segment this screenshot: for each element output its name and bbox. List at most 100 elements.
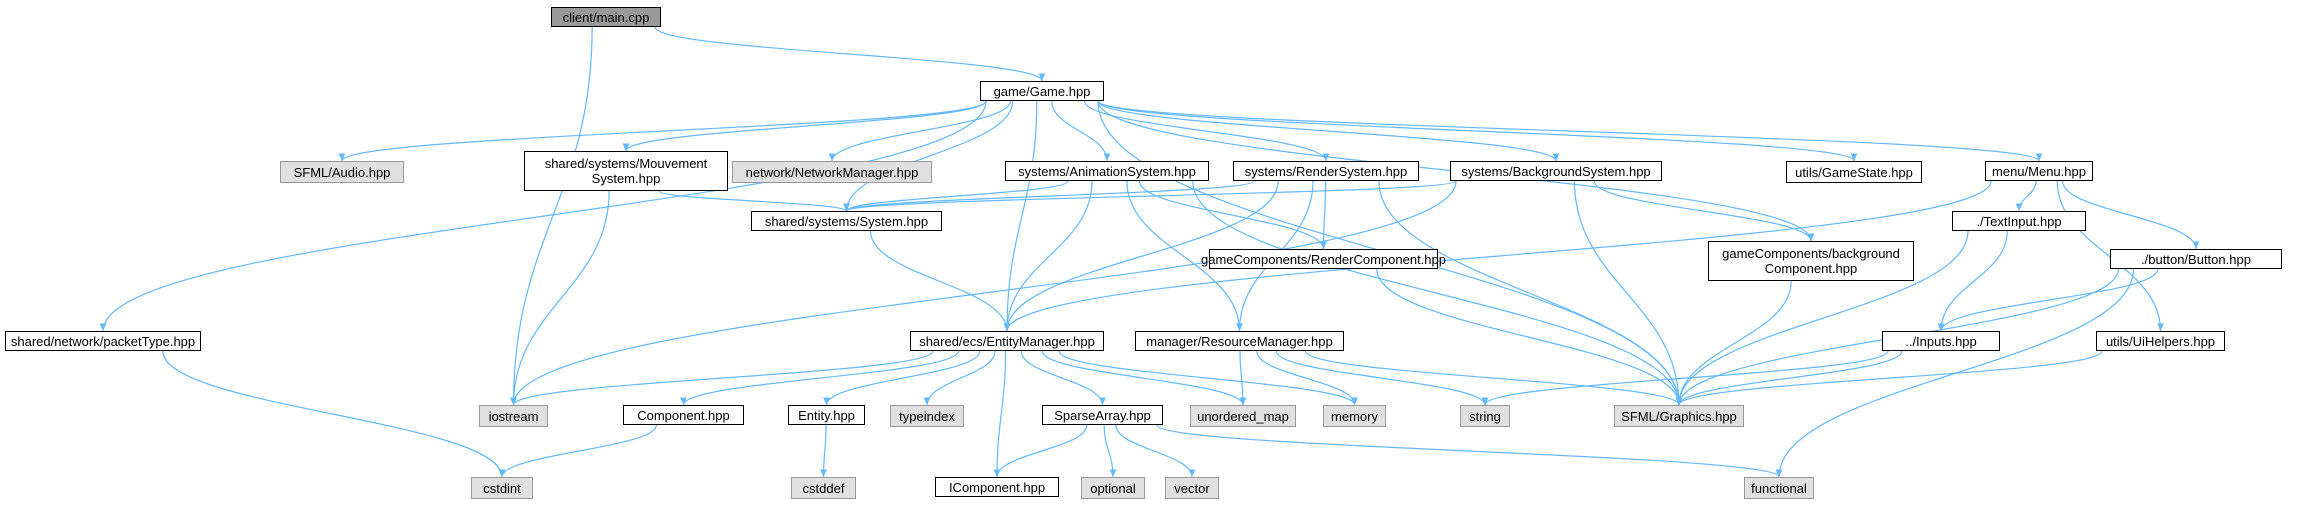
node-gamestate[interactable]: utils/GameState.hpp [1786,161,1922,183]
edge-mouvement-to-system [658,190,850,212]
edge-bgsys-to-bgcomp [1593,180,1815,242]
edge-sparse-to-vector [1115,424,1196,478]
node-label: gameComponents/RenderComponent.hpp [1201,251,1446,267]
edge-textinput-to-sfml_graphics [1675,230,1969,406]
edge-sparse-to-functional [1156,424,1783,478]
node-label: string [1469,408,1501,424]
edge-mouvement-to-iostream [510,190,610,406]
node-label: ./TextInput.hpp [1976,213,2062,229]
node-label: client/main.cpp [562,9,650,25]
edge-anim-to-entitymgr [1003,180,1093,332]
node-entity[interactable]: Entity.hpp [788,405,865,425]
edge-game-to-bgsys [1097,100,1560,162]
node-label: shared/systems/Mouvement System.hpp [544,156,708,186]
edge-entitymgr-to-memory [1058,350,1358,406]
node-memory[interactable]: memory [1323,405,1386,427]
node-system[interactable]: shared/systems/System.hpp [751,211,942,231]
edge-render-to-sfml_graphics [1378,180,1683,406]
edge-menu-to-uihelpers [2056,180,2164,332]
node-label: memory [1331,408,1378,424]
node-render[interactable]: systems/RenderSystem.hpp [1233,161,1419,181]
node-uihelpers[interactable]: utils/UiHelpers.hpp [2096,331,2225,351]
node-resmgr[interactable]: manager/ResourceManager.hpp [1135,331,1344,351]
edge-game-to-entitymgr [1003,100,1038,332]
edge-resmgr-to-string [1275,350,1489,406]
node-anim[interactable]: systems/AnimationSystem.hpp [1005,161,1209,181]
node-cstddef[interactable]: cstddef [791,477,856,499]
edge-game-to-render [1084,100,1330,162]
edge-entitymgr-to-icomponent [993,350,1007,478]
node-optional[interactable]: optional [1081,477,1145,499]
edge-bgcomp-to-sfml_graphics [1675,280,1792,406]
node-typeindex[interactable]: typeindex [890,405,964,427]
node-label: SFML/Audio.hpp [293,164,391,180]
node-label: shared/systems/System.hpp [764,213,929,229]
node-bgcomp[interactable]: gameComponents/background Component.hpp [1708,241,1914,281]
node-packettype[interactable]: shared/network/packetType.hpp [5,331,201,351]
edge-textinput-to-inputs [1937,230,2008,332]
edge-entity-to-cstddef [820,424,827,478]
edge-resmgr-to-unordered_map [1239,350,1247,406]
node-iostream[interactable]: iostream [479,405,548,427]
node-label: functional [1751,480,1807,496]
node-label: utils/GameState.hpp [1795,164,1913,180]
edge-inputs-to-string [1481,350,1889,406]
node-netmgr[interactable]: network/NetworkManager.hpp [732,161,932,183]
edge-menu-to-entitymgr [1003,180,1992,332]
node-entitymgr[interactable]: shared/ecs/EntityManager.hpp [910,331,1104,351]
node-textinput[interactable]: ./TextInput.hpp [1952,211,2086,231]
node-rendercomp[interactable]: gameComponents/RenderComponent.hpp [1201,249,1446,269]
edge-packettype-to-cstdint [162,350,506,478]
node-label: ./button/Button.hpp [2141,251,2251,267]
node-label: unordered_map [1197,408,1289,424]
edge-button-to-inputs [1937,268,2159,332]
node-functional[interactable]: functional [1744,477,1814,499]
node-string[interactable]: string [1460,405,1510,427]
edge-entitymgr-to-entity [823,350,981,406]
node-label: typeindex [899,408,955,424]
node-label: cstdint [483,480,521,496]
edge-sparse-to-optional [1103,424,1117,478]
edge-anim-to-resmgr [1126,180,1243,332]
edge-game-to-menu [1097,100,2043,162]
node-label: shared/network/packetType.hpp [10,333,196,349]
edge-sparse-to-icomponent [993,424,1088,478]
edge-main-to-game [654,26,1046,82]
edge-anim-to-system [843,180,1069,212]
edge-anim-to-sfml_graphics [1192,180,1683,406]
node-game[interactable]: game/Game.hpp [980,81,1104,101]
edge-rendercomp-to-sfml_graphics [1376,268,1683,406]
node-vector[interactable]: vector [1165,477,1219,499]
edge-menu-to-textinput [2015,180,2037,212]
edge-game-to-anim [1051,100,1111,162]
node-sfml_audio[interactable]: SFML/Audio.hpp [280,161,404,183]
node-component[interactable]: Component.hpp [623,405,744,425]
node-inputs[interactable]: ../Inputs.hpp [1882,331,2000,351]
node-icomponent[interactable]: IComponent.hpp [935,477,1059,497]
node-label: cstddef [802,480,845,496]
node-label: game/Game.hpp [993,83,1091,99]
edge-main-to-iostream [510,26,593,406]
node-sfml_graphics[interactable]: SFML/Graphics.hpp [1614,405,1744,427]
node-label: Entity.hpp [798,407,855,423]
node-label: shared/ecs/EntityManager.hpp [919,333,1095,349]
node-sparse[interactable]: SparseArray.hpp [1042,405,1163,425]
node-label: systems/BackgroundSystem.hpp [1461,163,1651,179]
node-label: utils/UiHelpers.hpp [2105,333,2216,349]
edge-resmgr-to-sfml_graphics [1304,350,1683,406]
node-button[interactable]: ./button/Button.hpp [2110,249,2282,269]
node-unordered_map[interactable]: unordered_map [1190,405,1296,427]
node-label: menu/Menu.hpp [1992,163,2086,179]
node-cstdint[interactable]: cstdint [471,477,533,499]
edge-game-to-gamestate [1097,100,1858,162]
node-menu[interactable]: menu/Menu.hpp [1985,161,2093,181]
node-main[interactable]: client/main.cpp [551,7,661,27]
node-label: manager/ResourceManager.hpp [1146,333,1333,349]
edge-bgsys-to-iostream [510,180,1457,406]
node-mouvement[interactable]: shared/systems/Mouvement System.hpp [524,151,728,191]
node-bgsys[interactable]: systems/BackgroundSystem.hpp [1450,161,1662,181]
edge-game-to-packettype [99,100,987,332]
edge-bgsys-to-sfml_graphics [1573,180,1683,406]
node-label: systems/RenderSystem.hpp [1244,163,1408,179]
